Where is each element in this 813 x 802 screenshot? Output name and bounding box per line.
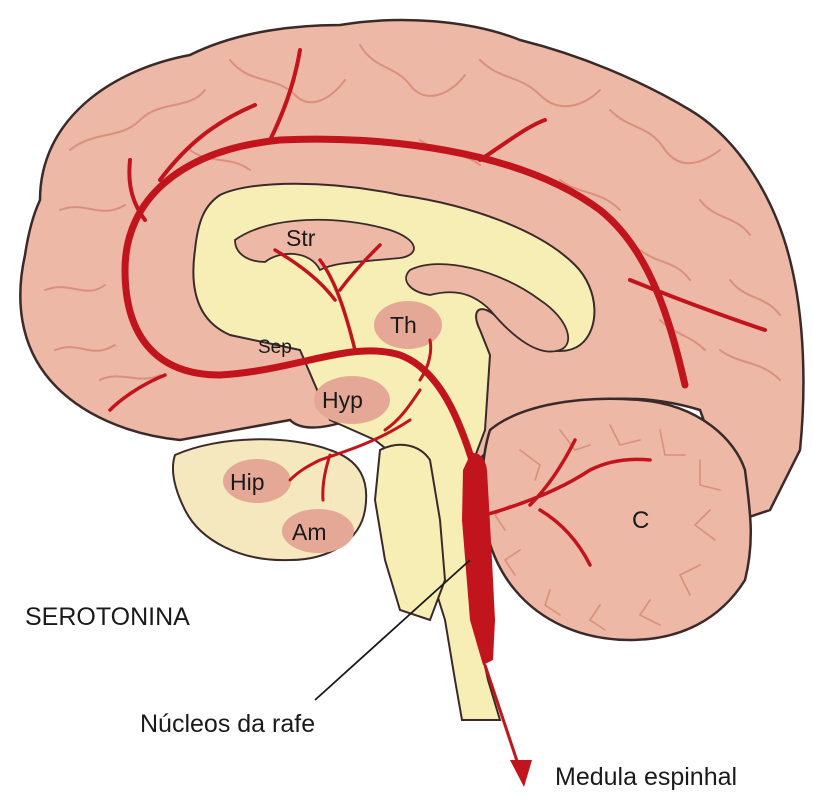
label-striatum: Str (286, 225, 316, 251)
label-hippocampus: Hip (230, 469, 265, 495)
label-amygdala: Am (292, 519, 327, 545)
diagram-title: SEROTONINA (25, 603, 190, 631)
label-cerebellum: C (632, 507, 649, 534)
label-raphe-nuclei: Núcleos da rafe (140, 710, 315, 738)
label-spinal-cord: Medula espinhal (555, 763, 737, 791)
descending-arrowhead (510, 760, 532, 787)
label-septum: Sep (258, 337, 292, 358)
label-thalamus: Th (390, 312, 417, 338)
label-hypothalamus: Hyp (322, 387, 363, 413)
cerebellum (482, 399, 751, 640)
